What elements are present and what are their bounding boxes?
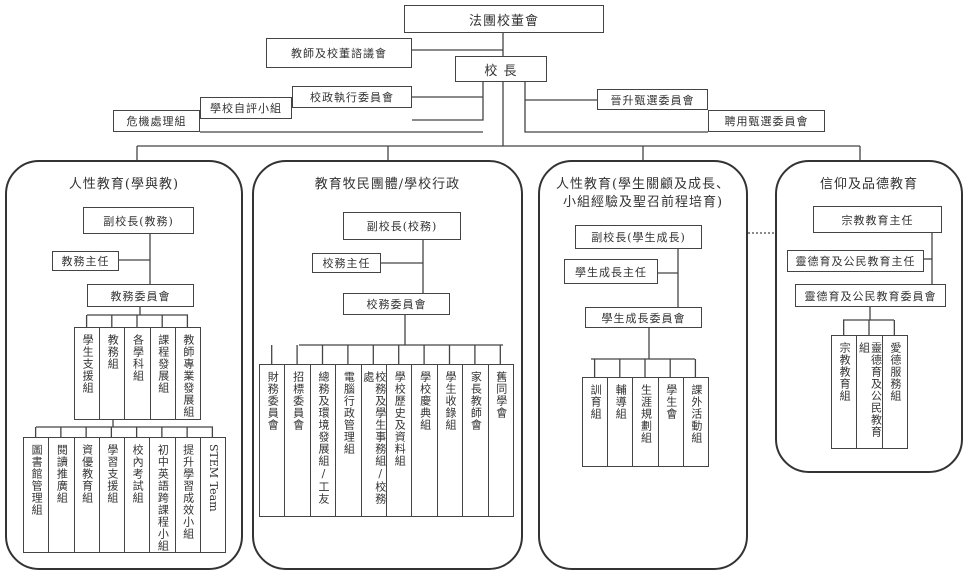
admin-committee-box: 校務委員會 — [343, 293, 450, 315]
self-evaluation-box: 學校自評小組 — [200, 97, 292, 119]
org-unit-label: 靈德育及公民教育組 — [857, 342, 883, 438]
vice-principal-academic-box: 副校長(教務) — [83, 207, 194, 234]
promotion-committee-box: 晉升甄選委員會 — [597, 89, 708, 110]
org-unit-column: 愛德服務組 — [881, 335, 908, 449]
org-unit-column: 初中英語跨課程小組 — [149, 437, 176, 553]
org-unit-label: 訓育組 — [589, 384, 603, 420]
org-unit-column: 輔導組 — [607, 377, 634, 467]
org-unit-column: 提升學習成效小組 — [174, 437, 201, 553]
org-unit-column: 圖書館管理組 — [23, 437, 50, 553]
org-unit-label: 課外活動組 — [689, 384, 703, 444]
org-unit-label: 財務委員會 — [266, 371, 280, 431]
org-unit-column: 學校歷史及資料組 — [386, 364, 413, 517]
academic-head-box: 教務主任 — [52, 251, 119, 271]
org-unit-column: 舊同學會 — [487, 364, 514, 517]
org-unit-column: 各學科組 — [124, 327, 151, 420]
org-unit-column: 校務及學生事務組/校務處 — [360, 364, 387, 517]
section-faith-moral — [775, 160, 963, 473]
academic-committee-box: 教務委員會 — [87, 284, 194, 307]
org-unit-column: 學生支援組 — [74, 327, 101, 420]
org-unit-label: 學生收錄組 — [443, 371, 457, 431]
org-unit-column: 教務組 — [99, 327, 126, 420]
org-unit-column: 家長教師會 — [462, 364, 489, 517]
exec-committee-box: 校政執行委員會 — [292, 86, 412, 108]
org-unit-label: 學校慶典組 — [418, 371, 432, 431]
org-unit-label: 校內考試組 — [131, 444, 145, 504]
section-title-line-2: 小組經驗及聖召前程培育) — [562, 195, 724, 210]
org-unit-label: 校務及學生事務組/校務處 — [361, 371, 387, 505]
crisis-team-box: 危機處理組 — [113, 110, 200, 132]
student-growth-head-box: 學生成長主任 — [564, 259, 658, 284]
org-unit-column: 靈德育及公民教育組 — [856, 335, 883, 449]
org-unit-label: 愛德服務組 — [888, 342, 902, 402]
org-unit-column: 學生收錄組 — [436, 364, 464, 517]
section-title-line-1: 人性教育(學生關顧及成長、 — [555, 177, 731, 192]
section-title: 信仰及品德教育 — [819, 177, 918, 192]
section-title: 人性教育(學與教) — [68, 177, 180, 192]
org-unit-label: STEM Team — [206, 444, 220, 512]
org-unit-column: 宗教教育組 — [831, 335, 858, 449]
hiring-committee-box: 聘用甄選委員會 — [708, 110, 825, 132]
org-unit-label: 各學科組 — [131, 334, 145, 382]
admin-head-box: 校務主任 — [312, 253, 381, 273]
org-unit-column: 閱讀推廣組 — [48, 437, 75, 553]
org-unit-column: 課外活動組 — [682, 377, 709, 467]
org-unit-column: 校內考試組 — [124, 437, 151, 553]
org-unit-label: 閱讀推廣組 — [55, 444, 69, 504]
org-unit-label: 學生支援組 — [81, 334, 95, 394]
org-unit-column: 電腦行政管理組 — [335, 364, 362, 517]
section-teaching-learning — [5, 160, 243, 570]
advisory-council-box: 教師及校董諮議會 — [266, 38, 412, 68]
org-unit-column: 總務及環境發展組/工友 — [309, 364, 337, 517]
vice-principal-student-box: 副校長(學生成長) — [575, 225, 702, 249]
org-unit-label: 電腦行政管理組 — [342, 371, 356, 455]
student-growth-committee-box: 學生成長委員會 — [585, 307, 702, 328]
principal-box: 校 長 — [455, 56, 547, 82]
moral-civic-committee-box: 靈德育及公民教育委員會 — [795, 284, 946, 307]
org-unit-label: 提升學習成效小組 — [181, 444, 195, 540]
org-unit-column: 資優教育組 — [73, 437, 100, 553]
section-student-growth — [538, 160, 748, 570]
org-unit-label: 圖書館管理組 — [30, 444, 44, 516]
org-unit-column: 訓育組 — [582, 377, 609, 467]
moral-civic-head-box: 靈德育及公民教育主任 — [787, 250, 924, 272]
org-unit-label: 學生會 — [664, 384, 678, 420]
religious-education-head-box: 宗教教育主任 — [813, 206, 942, 233]
org-unit-label: 初中英語跨課程小組 — [156, 444, 170, 552]
org-unit-column: 學習支援組 — [98, 437, 125, 553]
org-unit-column: 招標委員會 — [284, 364, 311, 517]
org-unit-label: 學習支援組 — [105, 444, 119, 504]
org-unit-label: 課程發展組 — [156, 334, 170, 394]
org-unit-label: 家長教師會 — [469, 371, 483, 431]
org-unit-column: 課程發展組 — [149, 327, 176, 420]
org-unit-column: 教師專業發展組 — [174, 327, 201, 420]
org-unit-column: 學生會 — [657, 377, 684, 467]
org-unit-label: 宗教教育組 — [838, 342, 852, 402]
org-unit-label: 教務組 — [106, 334, 120, 370]
section-title: 教育牧民團體/學校行政 — [314, 177, 461, 192]
org-unit-label: 招標委員會 — [291, 371, 305, 431]
org-unit-column: 學校慶典組 — [411, 364, 438, 517]
org-unit-label: 舊同學會 — [494, 371, 508, 419]
org-unit-label: 教師專業發展組 — [181, 334, 195, 418]
section-administration — [252, 160, 523, 570]
org-unit-label: 總務及環境發展組/工友 — [316, 371, 330, 505]
vice-principal-admin-box: 副校長(校務) — [343, 212, 461, 240]
org-unit-column: 財務委員會 — [259, 364, 286, 517]
board-box: 法團校董會 — [404, 5, 604, 33]
org-unit-label: 輔導組 — [614, 384, 628, 420]
org-unit-label: 資優教育組 — [80, 444, 94, 504]
org-unit-label: 學校歷史及資料組 — [393, 371, 407, 467]
org-unit-label: 生涯規劃組 — [639, 384, 653, 444]
org-unit-column: 生涯規劃組 — [632, 377, 659, 467]
org-unit-column: STEM Team — [199, 437, 226, 553]
